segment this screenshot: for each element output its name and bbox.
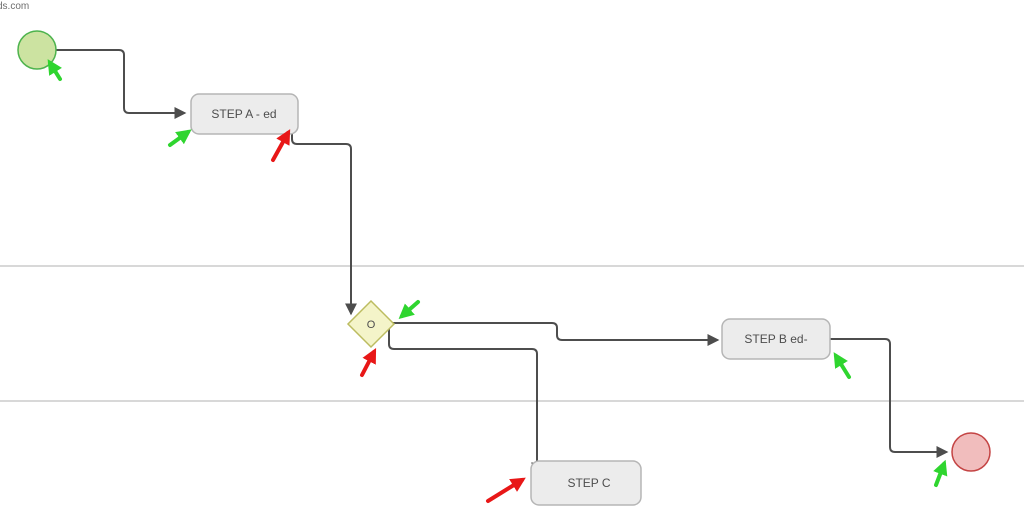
- gateway-node[interactable]: O: [346, 299, 396, 349]
- task-step-c-label: STEP C: [567, 476, 610, 490]
- task-step-a[interactable]: STEP A - ed: [190, 93, 299, 135]
- start-event-node[interactable]: [17, 30, 57, 70]
- connector-gateway-to-step-b[interactable]: [392, 322, 720, 346]
- lane-dividers: [0, 265, 1024, 402]
- task-step-c-shape[interactable]: [530, 460, 642, 506]
- connector-gateway-to-step-c[interactable]: [388, 326, 543, 475]
- connector-start-to-step-a[interactable]: [55, 49, 187, 119]
- green-pointer-arrow-gateway: [398, 300, 420, 319]
- task-step-b-label: STEP B ed-: [744, 332, 807, 346]
- green-pointer-arrow-start-event: [47, 59, 62, 81]
- connector-step-a-to-gateway[interactable]: [291, 133, 357, 316]
- red-pointer-arrow-step-a: [271, 129, 291, 162]
- end-event-node[interactable]: [951, 432, 991, 472]
- task-step-c[interactable]: STEP C: [530, 460, 642, 506]
- watermark-text: ds.com: [0, 1, 29, 12]
- red-pointer-arrow-step-c: [486, 477, 526, 503]
- connector-step-b-to-end[interactable]: [829, 338, 949, 458]
- gateway-shape[interactable]: [346, 299, 396, 349]
- green-pointer-arrow-step-b: [833, 352, 851, 379]
- task-step-b-shape[interactable]: [721, 318, 831, 360]
- task-step-a-shape[interactable]: [190, 93, 299, 135]
- task-step-b[interactable]: STEP B ed-: [721, 318, 831, 360]
- red-pointer-arrow-gateway: [360, 348, 377, 377]
- annotation-arrows: [47, 59, 948, 503]
- green-pointer-arrow-step-a: [168, 129, 192, 147]
- flow-connectors: [55, 49, 949, 475]
- gateway-label: O: [367, 319, 376, 331]
- task-step-a-label: STEP A - ed: [211, 107, 276, 121]
- green-pointer-arrow-end-event: [933, 459, 948, 487]
